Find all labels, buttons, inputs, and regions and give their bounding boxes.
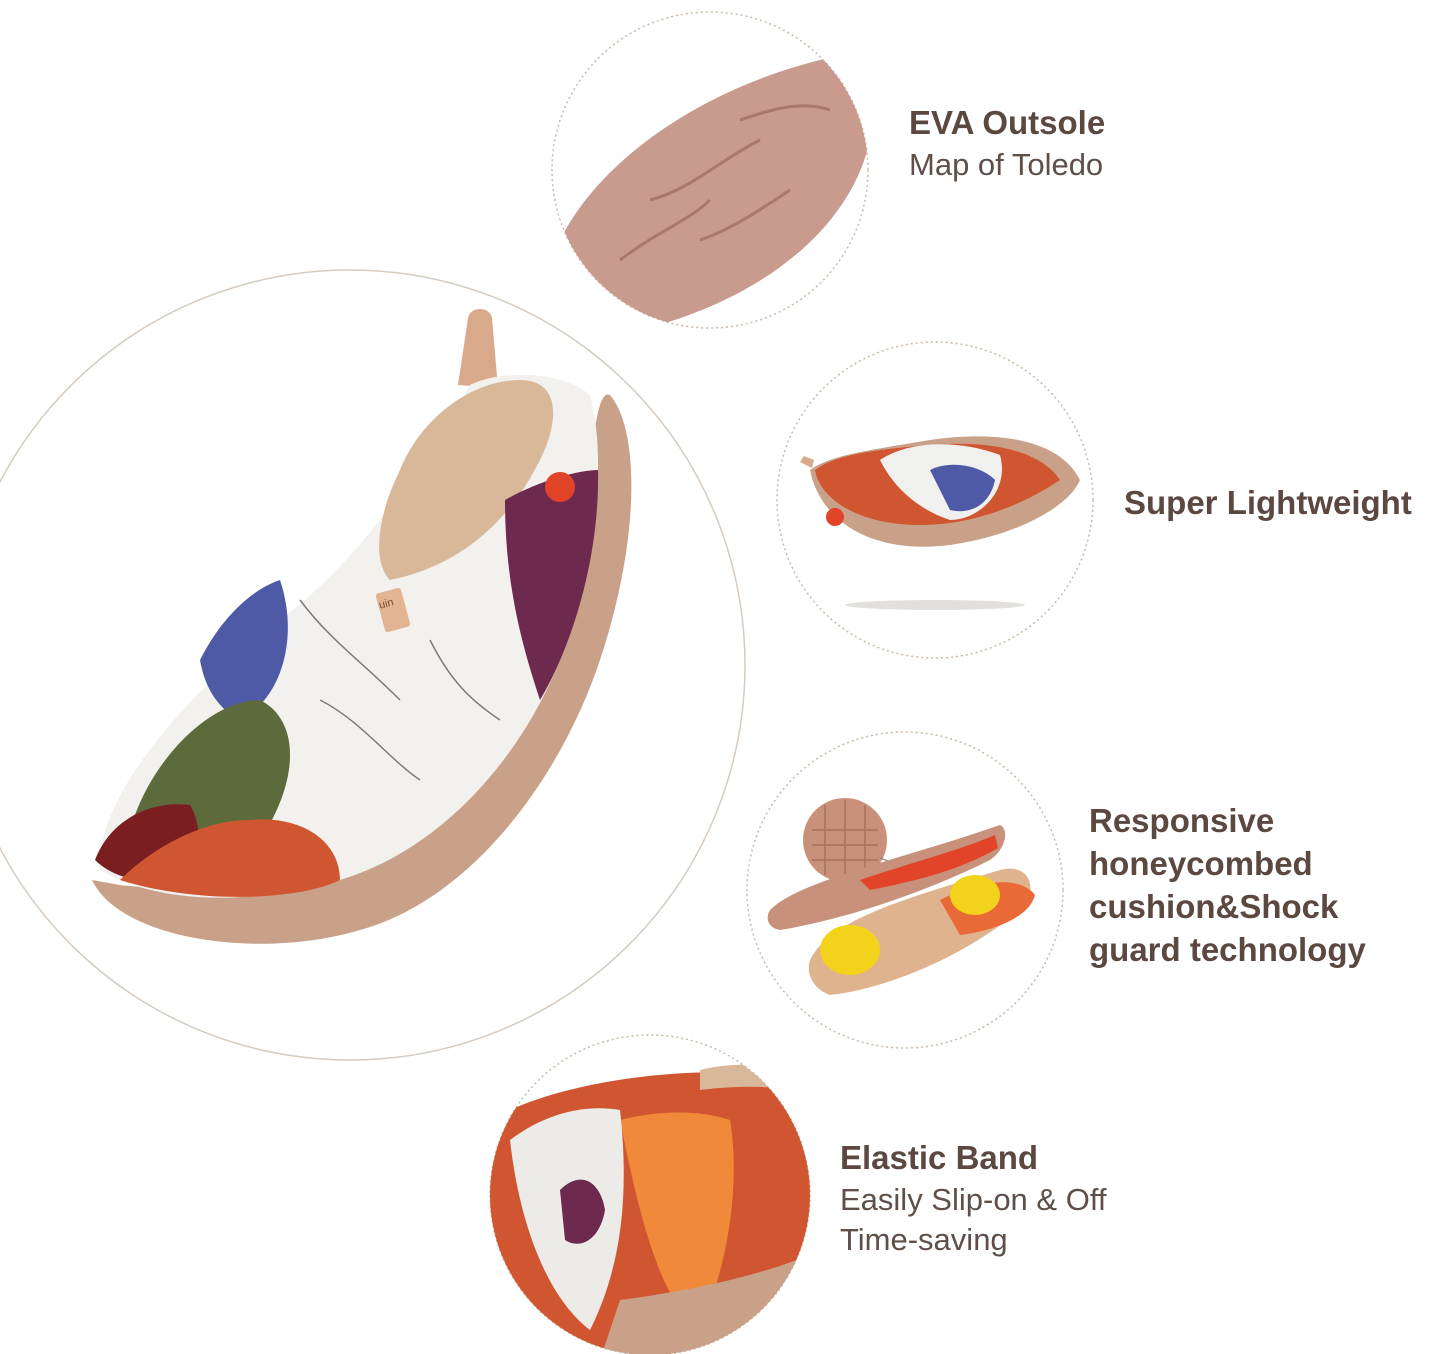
feature-outsole-line-1: Map of Toledo: [909, 146, 1104, 182]
feature-cushion-title: Responsive: [1089, 802, 1275, 839]
feature-elastic-line-2: Time-saving: [840, 1222, 1008, 1258]
elastic-band-detail-image: [489, 1034, 811, 1354]
main-shoe-image: [92, 309, 632, 944]
feature-elastic-line-1: Easily Slip-on & Off: [840, 1181, 1107, 1217]
feature-cushion: Responsive honeycombed cushion&Shock gua…: [1089, 800, 1366, 972]
feature-cushion-line-3: guard technology: [1089, 930, 1366, 968]
outsole-detail-image: [551, 11, 869, 329]
feature-elastic-title: Elastic Band: [840, 1139, 1039, 1176]
main-product-circle: [0, 269, 746, 1061]
feature-outsole-title: EVA Outsole: [909, 104, 1106, 141]
feature-lightweight-title: Super Lightweight: [1124, 484, 1412, 521]
lightweight-detail-image: [776, 341, 1094, 659]
feature-elastic: Elastic Band Easily Slip-on & Off Time-s…: [840, 1137, 1106, 1260]
feature-outsole: EVA Outsole Map of Toledo: [909, 102, 1105, 185]
feature-cushion-line-2: cushion&Shock: [1089, 887, 1339, 925]
feature-lightweight: Super Lightweight: [1124, 482, 1412, 525]
feature-cushion-line-1: honeycombed: [1089, 844, 1313, 882]
insole-detail-image: [746, 731, 1064, 1049]
